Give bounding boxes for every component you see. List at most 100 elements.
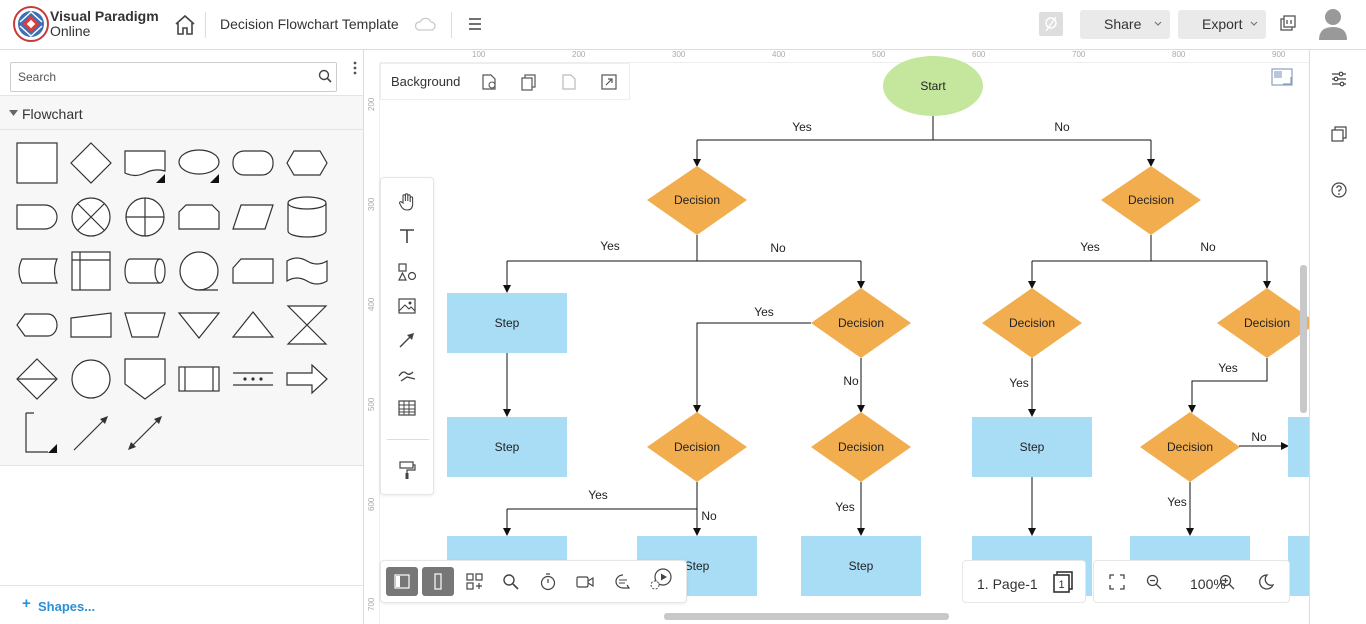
format-settings-icon[interactable]: [1330, 70, 1348, 88]
decision-node[interactable]: [1217, 288, 1309, 358]
timer-icon[interactable]: [538, 572, 558, 592]
image-tool-icon[interactable]: [397, 296, 417, 316]
format-painter-icon[interactable]: [397, 460, 417, 480]
add-page-icon[interactable]: [465, 572, 485, 592]
extract-shape-icon[interactable]: [228, 300, 278, 350]
summing-junction-shape-icon[interactable]: [66, 192, 116, 242]
decision-node[interactable]: [647, 412, 747, 482]
add-shapes-button[interactable]: + Shapes...: [0, 585, 363, 624]
layers-icon[interactable]: [1330, 125, 1348, 143]
predefined-process-shape-icon[interactable]: [174, 354, 224, 404]
trapezoid-shape-icon[interactable]: [120, 300, 170, 350]
visual-paradigm-logo-icon[interactable]: [12, 5, 50, 43]
internal-storage-shape-icon[interactable]: [66, 246, 116, 296]
zoom-in-icon[interactable]: [1218, 573, 1236, 591]
background-lock-icon[interactable]: [560, 73, 578, 91]
decision-shape-icon[interactable]: [66, 138, 116, 188]
start-node[interactable]: [883, 56, 983, 116]
decision-node[interactable]: [1101, 166, 1201, 235]
manual-operation-shape-icon[interactable]: [66, 300, 116, 350]
add-background-icon[interactable]: [480, 73, 498, 91]
background-label[interactable]: Background: [391, 74, 461, 89]
zoom-out-icon[interactable]: [1145, 573, 1163, 591]
connector-shape-icon[interactable]: [66, 354, 116, 404]
sequential-data-shape-icon[interactable]: [174, 246, 224, 296]
collate-shape-icon[interactable]: [282, 300, 332, 350]
toggle-format-panel-button[interactable]: [422, 567, 454, 596]
document-shape-icon[interactable]: [120, 138, 170, 188]
straight-connector-icon[interactable]: [66, 408, 116, 458]
pages-icon[interactable]: 1: [1051, 570, 1075, 594]
decision-node[interactable]: [647, 166, 747, 235]
merge-shape-icon[interactable]: [174, 300, 224, 350]
step-node[interactable]: [447, 293, 567, 353]
step-node[interactable]: [801, 536, 921, 596]
direct-data-shape-icon[interactable]: [120, 246, 170, 296]
bidirectional-connector-icon[interactable]: [120, 408, 170, 458]
document-title[interactable]: Decision Flowchart Template: [220, 16, 399, 32]
background-resize-icon[interactable]: [600, 73, 618, 91]
off-page-connector-shape-icon[interactable]: [120, 354, 170, 404]
database-shape-icon[interactable]: [282, 192, 332, 242]
display-shape-icon[interactable]: [12, 300, 62, 350]
or-shape-icon[interactable]: [120, 192, 170, 242]
horizontal-scrollbar[interactable]: [664, 613, 949, 620]
flowchart-category-header[interactable]: Flowchart: [0, 95, 363, 130]
presentation-play-icon[interactable]: [649, 567, 673, 591]
share-button[interactable]: Share: [1080, 10, 1170, 39]
shapes-tool-icon[interactable]: [397, 262, 417, 282]
connector-tool-icon[interactable]: [397, 330, 417, 350]
manual-input-shape-icon[interactable]: [228, 246, 278, 296]
stored-data-shape-icon[interactable]: [12, 246, 62, 296]
sort-shape-icon[interactable]: [12, 354, 62, 404]
add-shapes-label: Shapes...: [38, 599, 96, 614]
freehand-draw-icon[interactable]: [397, 364, 417, 384]
zoom-level[interactable]: 100%: [1190, 576, 1226, 592]
decision-node[interactable]: [1140, 412, 1240, 482]
shape-search-input[interactable]: [10, 62, 337, 92]
more-options-icon[interactable]: [352, 60, 358, 76]
decision-node[interactable]: [811, 288, 911, 358]
annotation-shape-icon[interactable]: [228, 354, 278, 404]
tape-shape-icon[interactable]: [282, 246, 332, 296]
step-node-partial[interactable]: [1288, 417, 1309, 477]
delay-shape-icon[interactable]: [12, 192, 62, 242]
decision-node[interactable]: [811, 412, 911, 482]
video-icon[interactable]: [575, 572, 595, 592]
step-node[interactable]: [447, 417, 567, 477]
collaborate-icon[interactable]: [1039, 12, 1063, 36]
step-label: Step: [495, 440, 520, 454]
user-avatar-icon[interactable]: [1318, 6, 1348, 42]
present-icon[interactable]: [1278, 14, 1298, 34]
help-icon[interactable]: [1330, 181, 1348, 199]
preparation-shape-icon[interactable]: [282, 138, 332, 188]
step-node[interactable]: [972, 417, 1092, 477]
process-shape-icon[interactable]: [12, 138, 62, 188]
loop-limit-shape-icon[interactable]: [174, 192, 224, 242]
navigator-icon[interactable]: [1271, 68, 1293, 86]
data-shape-icon[interactable]: [228, 192, 278, 242]
hamburger-menu-icon[interactable]: [465, 14, 485, 34]
ellipse-shape-icon[interactable]: [174, 138, 224, 188]
elbow-connector-icon[interactable]: [12, 408, 62, 458]
step-node-partial[interactable]: [1288, 536, 1309, 596]
share-label: Share: [1104, 16, 1142, 32]
page-selector[interactable]: 1. Page-1 1: [962, 560, 1086, 603]
dark-mode-icon[interactable]: [1257, 573, 1275, 591]
hand-pan-icon[interactable]: [397, 192, 417, 212]
home-icon[interactable]: [173, 13, 197, 37]
terminator-shape-icon[interactable]: [228, 138, 278, 188]
toggle-shape-panel-button[interactable]: [386, 567, 418, 596]
fit-screen-icon[interactable]: [1108, 573, 1126, 591]
search-icon[interactable]: [318, 69, 332, 83]
background-copy-icon[interactable]: [520, 73, 538, 91]
decision-node[interactable]: [982, 288, 1082, 358]
table-tool-icon[interactable]: [397, 398, 417, 418]
comment-icon[interactable]: [613, 572, 633, 592]
text-tool-icon[interactable]: [397, 226, 417, 246]
vertical-scrollbar[interactable]: [1300, 265, 1307, 413]
export-button[interactable]: Export: [1178, 10, 1266, 39]
arrow-shape-icon[interactable]: [282, 354, 332, 404]
search-icon[interactable]: [501, 572, 521, 592]
diagram-canvas[interactable]: 100 200 300 400 500 600 700 800 900 200 …: [364, 50, 1309, 624]
